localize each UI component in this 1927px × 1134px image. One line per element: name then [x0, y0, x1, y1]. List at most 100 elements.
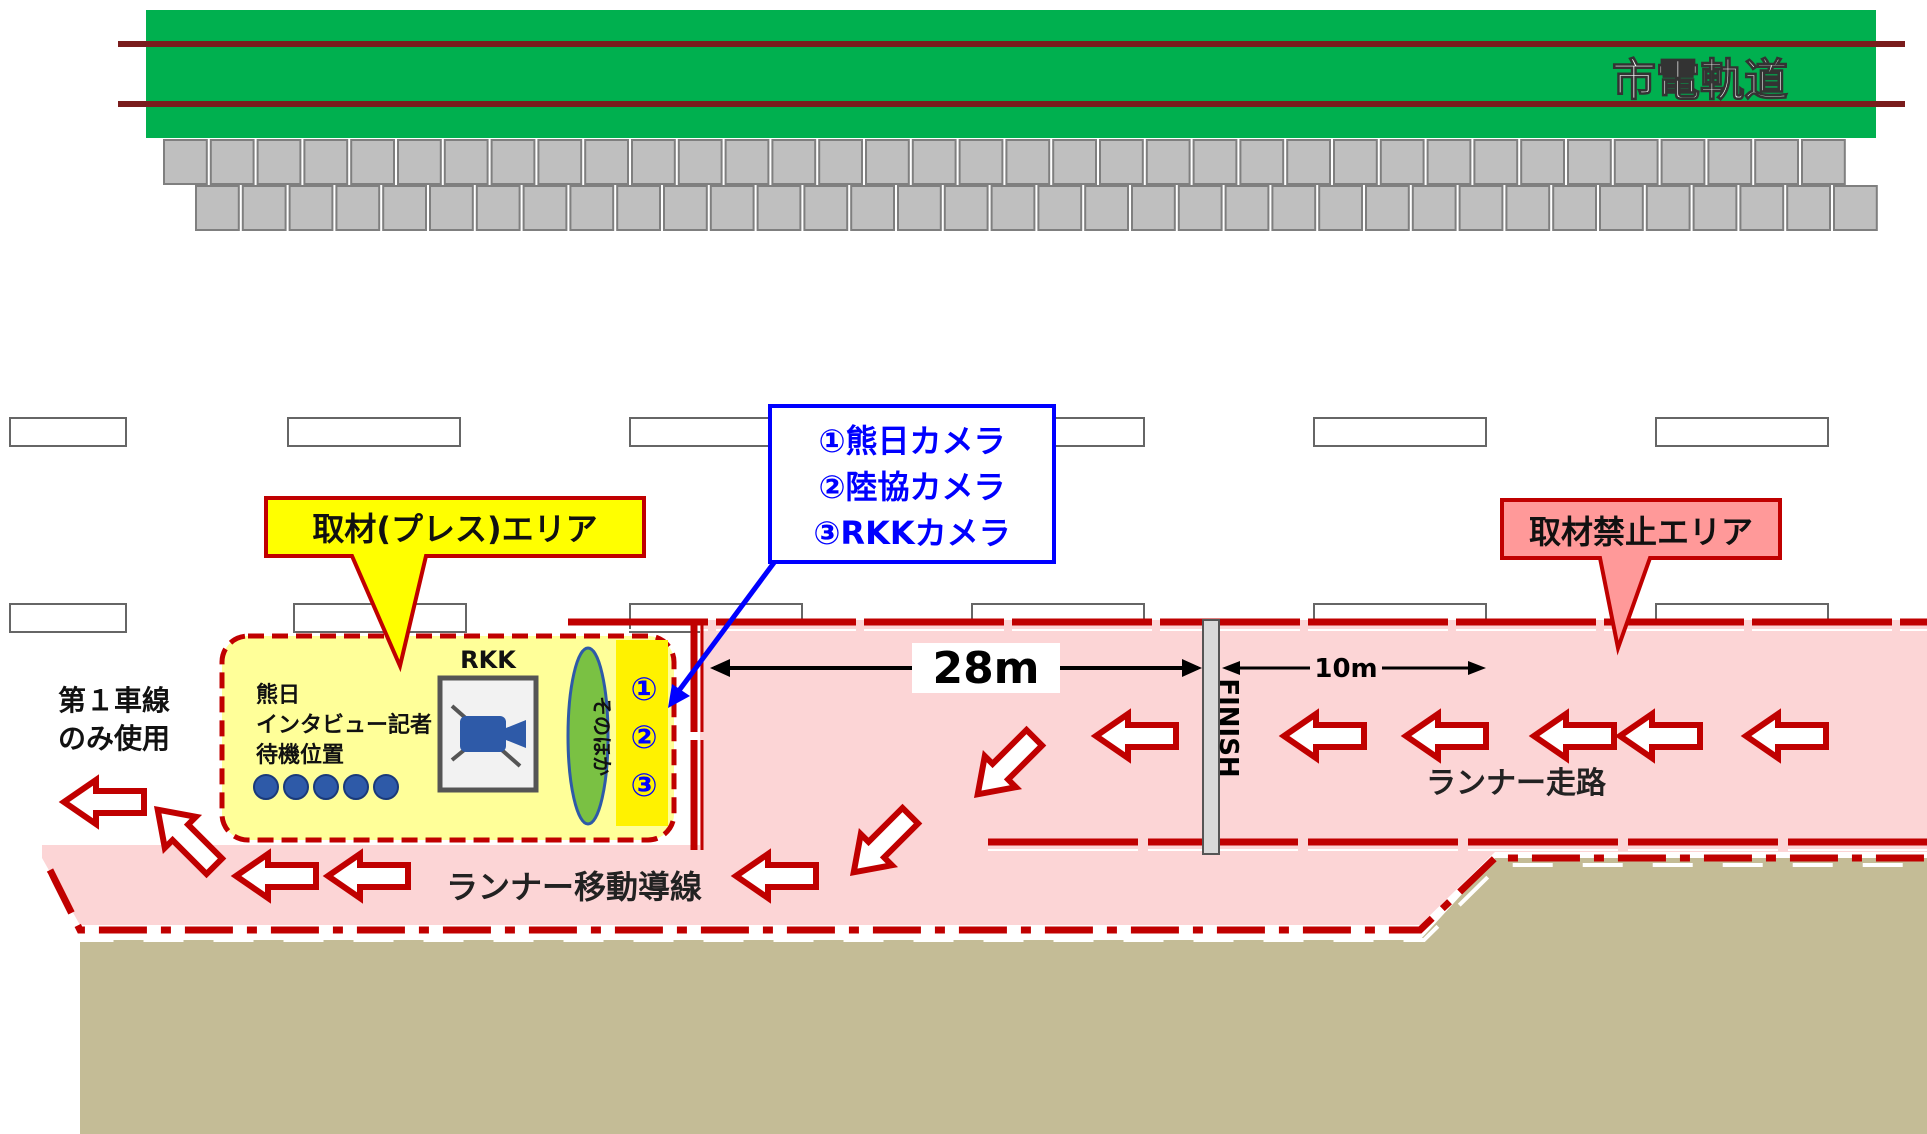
curb-stone — [818, 139, 864, 185]
curb-stone — [195, 185, 240, 231]
curb-stone — [1473, 139, 1519, 185]
camera-number-3: ③ — [630, 766, 657, 804]
curb-stone — [1365, 185, 1410, 231]
curb-stone — [1099, 139, 1144, 185]
lane-note-line2: のみ使用 — [58, 722, 170, 755]
camera-pointer-head — [668, 684, 690, 708]
curb-stone — [256, 139, 302, 185]
curb-stone — [1613, 139, 1659, 185]
kumanichi-label-3: 待機位置 — [256, 742, 344, 768]
tram-track — [146, 10, 1876, 138]
curb-stone — [958, 139, 1004, 185]
curb-stone — [241, 185, 287, 231]
curb-stone — [382, 185, 428, 231]
curb-stone — [1660, 139, 1706, 185]
curb-stone — [1333, 139, 1378, 185]
camera-number-1: ① — [630, 670, 657, 708]
curb-stone — [1131, 185, 1176, 231]
curb-stone — [1084, 185, 1129, 231]
curb-stone — [1224, 185, 1270, 231]
runner-exit-label: ランナー移動導線 — [446, 868, 702, 906]
reporter-dots — [253, 774, 399, 800]
finish-label: FINISH — [1213, 678, 1243, 777]
curb-stone — [1005, 139, 1051, 185]
curb-stone — [1177, 185, 1223, 231]
others-oval — [566, 646, 610, 826]
curb-stone — [1692, 185, 1738, 231]
curb-stone — [911, 139, 957, 185]
runner-course-label: ランナー走路 — [1426, 766, 1607, 801]
curb-stone — [677, 139, 723, 185]
curb-stones — [163, 139, 1878, 231]
finish-line — [1202, 619, 1220, 855]
curb-stone — [631, 139, 676, 185]
forbidden-callout-label: 取材禁止エリア — [1529, 513, 1753, 551]
curb-stone — [209, 139, 255, 185]
others-label: そのほか — [590, 696, 614, 776]
curb-stone — [1426, 139, 1472, 185]
video-camera-icon — [450, 704, 526, 768]
lane-note-line1: 第１車線 — [58, 684, 170, 717]
curb-stone — [1786, 185, 1831, 231]
curb-stone — [709, 185, 755, 231]
lane-dash — [1655, 417, 1829, 447]
curb-stone — [490, 139, 536, 185]
distance-10m-label: 10m — [1314, 654, 1377, 684]
reporter-dot — [253, 774, 279, 800]
distance-28m: 28m — [710, 643, 1202, 694]
curb-stone — [1520, 139, 1565, 185]
curb-stone — [1286, 139, 1331, 185]
curb-stone — [163, 139, 208, 185]
curb-stone — [756, 185, 802, 231]
reporter-dot — [313, 774, 339, 800]
reporter-dot — [373, 774, 399, 800]
curb-stone — [1833, 185, 1878, 231]
curb-stone — [569, 185, 615, 231]
curb-stone — [616, 185, 662, 231]
curb-stone — [850, 185, 896, 231]
curb-stone — [943, 185, 989, 231]
camera-callout-line2: ②陸協カメラ — [818, 468, 1005, 506]
course-boundary-line — [46, 854, 1927, 934]
camera-callout-line1: ①熊日カメラ — [818, 422, 1005, 460]
curb-stone — [584, 139, 630, 185]
curb-stone — [803, 185, 849, 231]
camera-callout — [768, 404, 1056, 564]
camera-number-strip — [616, 640, 668, 826]
camera-pointer — [669, 558, 779, 702]
curb-stone — [1801, 139, 1846, 185]
curb-stone — [1754, 139, 1799, 185]
lane-dash — [287, 417, 461, 447]
curb-stone — [1145, 139, 1191, 185]
curb-stone — [724, 139, 770, 185]
reporter-dot — [343, 774, 369, 800]
distance-28m-label: 28m — [932, 643, 1039, 694]
lane-dash — [9, 603, 127, 633]
curb-stone — [990, 185, 1036, 231]
ground — [80, 858, 1927, 1134]
curb-stone — [1645, 185, 1691, 231]
curb-stone — [1239, 139, 1285, 185]
curb-stone — [335, 185, 381, 231]
lane-dash — [1313, 417, 1487, 447]
distance-10m: 10m — [1222, 653, 1486, 684]
arrow-left-icon — [64, 780, 144, 824]
lane-dash — [629, 603, 803, 633]
curb-stone — [771, 139, 817, 185]
forbidden-callout — [1500, 498, 1782, 656]
curb-stone — [1379, 139, 1425, 185]
curb-stone — [537, 139, 583, 185]
curb-stone — [522, 185, 568, 231]
curb-stone — [1505, 185, 1551, 231]
curb-stone — [1411, 185, 1457, 231]
reporter-dot — [283, 774, 309, 800]
curb-stone — [350, 139, 396, 185]
curb-stone — [865, 139, 910, 185]
curb-stone — [663, 185, 708, 231]
camera-number-2: ② — [630, 718, 657, 756]
curb-stone — [1318, 185, 1363, 231]
curb-stone — [1052, 139, 1097, 185]
press-callout — [264, 496, 646, 673]
curb-stone — [1707, 139, 1753, 185]
curb-stone — [1567, 139, 1612, 185]
